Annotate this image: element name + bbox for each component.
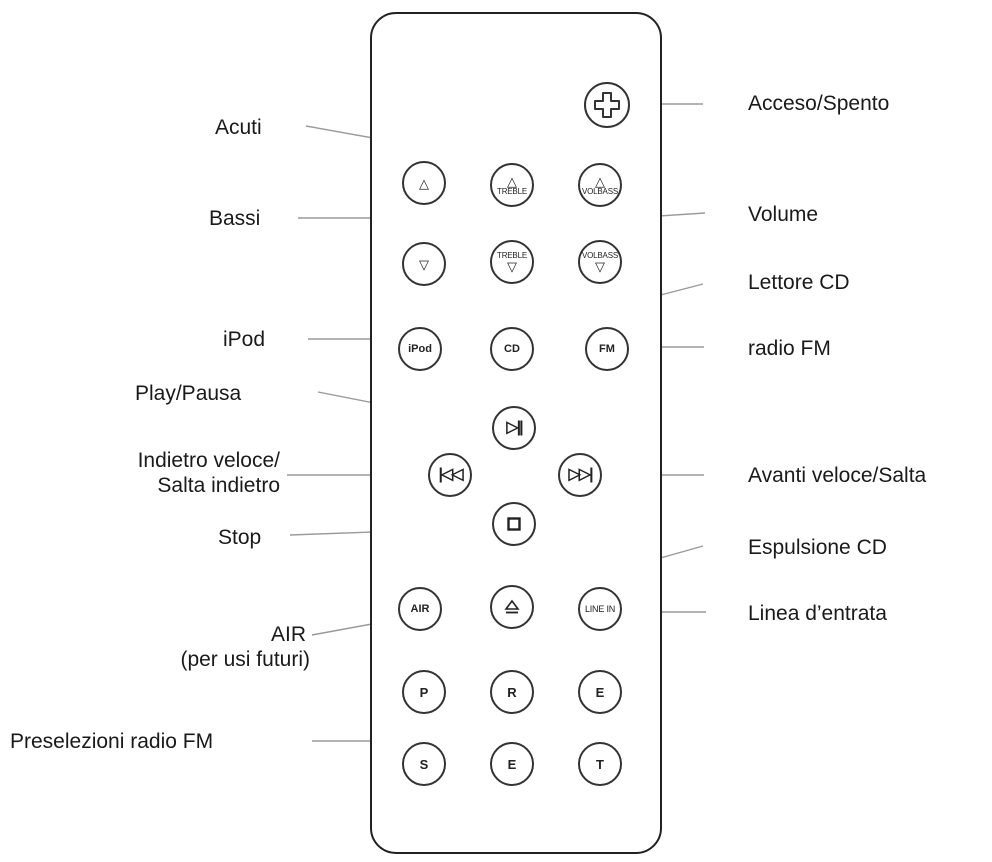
cd-button[interactable]: CD (490, 327, 534, 371)
label-play-pause: Play/Pausa (135, 382, 242, 405)
play-pause-icon: ▷|| (506, 419, 523, 436)
forward-button[interactable]: ▷▷| (558, 453, 602, 497)
eject-icon (504, 599, 520, 614)
preset-button-r[interactable]: R (490, 670, 534, 714)
label-fm-radio: radio FM (748, 337, 831, 360)
preset-button-t[interactable]: T (578, 742, 622, 786)
line-in-button[interactable]: LINE IN (578, 587, 622, 631)
preset-e2-label: E (507, 756, 517, 772)
stop-button[interactable] (492, 502, 536, 546)
air-button-label: AIR (410, 602, 430, 615)
volume-down-button[interactable]: VOLBASS ▽ (578, 240, 622, 284)
volume-down-label: VOLBASS (582, 250, 618, 260)
ipod-button[interactable]: iPod (398, 327, 442, 371)
label-rewind-line2: Salta indietro (157, 474, 280, 498)
play-pause-button[interactable]: ▷|| (492, 406, 536, 450)
label-air-line1: AIR (270, 623, 306, 646)
label-stop: Stop (218, 526, 262, 549)
cd-button-label: CD (504, 342, 520, 355)
preset-t-label: T (596, 756, 604, 772)
triangle-down-icon: ▽ (595, 258, 605, 274)
label-eject: Espulsione CD (748, 536, 887, 559)
label-treble: Acuti (215, 116, 262, 139)
bass-down-button[interactable]: ▽ (402, 242, 446, 286)
skip-forward-icon: ▷▷| (568, 466, 593, 483)
treble-down-label: TREBLE (497, 250, 527, 260)
label-ipod: iPod (223, 328, 266, 351)
label-bass: Bassi (209, 207, 261, 230)
preset-e1-label: E (595, 684, 605, 700)
triangle-down-icon: ▽ (507, 258, 517, 274)
power-button[interactable] (584, 82, 630, 128)
line-in-button-label: LINE IN (584, 603, 616, 614)
triangle-up-icon: △ (595, 173, 605, 189)
label-presets: Preselezioni radio FM (10, 730, 214, 753)
fm-button[interactable]: FM (585, 327, 629, 371)
stop-square-icon (507, 517, 521, 531)
preset-button-p[interactable]: P (402, 670, 446, 714)
label-rewind-line1: Indietro veloce/ (137, 449, 280, 472)
label-air: AIR (per usi futuri) (126, 622, 326, 672)
preset-s-label: S (419, 756, 429, 772)
fm-button-label: FM (599, 342, 615, 355)
power-cross-icon (594, 92, 620, 118)
treble-up-label: TREBLE (497, 186, 527, 196)
eject-button[interactable] (490, 585, 534, 629)
label-rewind: Indietro veloce/ Salta indietro (80, 448, 280, 498)
treble-up-button[interactable]: △ TREBLE (490, 163, 534, 207)
preset-button-s[interactable]: S (402, 742, 446, 786)
bass-up-button[interactable]: △ (402, 161, 446, 205)
label-air-line2: (per usi futuri) (180, 648, 310, 672)
preset-r-label: R (507, 684, 517, 700)
skip-back-icon: |◁◁ (438, 466, 463, 483)
label-forward: Avanti veloce/Salta (748, 464, 927, 487)
label-power: Acceso/Spento (748, 92, 890, 115)
triangle-up-icon: △ (507, 173, 517, 189)
treble-down-button[interactable]: TREBLE ▽ (490, 240, 534, 284)
preset-p-label: P (419, 684, 429, 700)
triangle-up-icon: △ (419, 175, 429, 191)
label-line-in: Linea d’entrata (748, 602, 887, 625)
volume-up-button[interactable]: △ VOLBASS (578, 163, 622, 207)
preset-button-e1[interactable]: E (578, 670, 622, 714)
volume-up-label: VOLBASS (582, 186, 618, 196)
rewind-button[interactable]: |◁◁ (428, 453, 472, 497)
preset-button-e2[interactable]: E (490, 742, 534, 786)
label-cd-player: Lettore CD (748, 271, 850, 294)
air-button[interactable]: AIR (398, 587, 442, 631)
ipod-button-label: iPod (408, 342, 432, 355)
triangle-down-icon: ▽ (419, 256, 429, 272)
label-volume: Volume (748, 203, 819, 226)
